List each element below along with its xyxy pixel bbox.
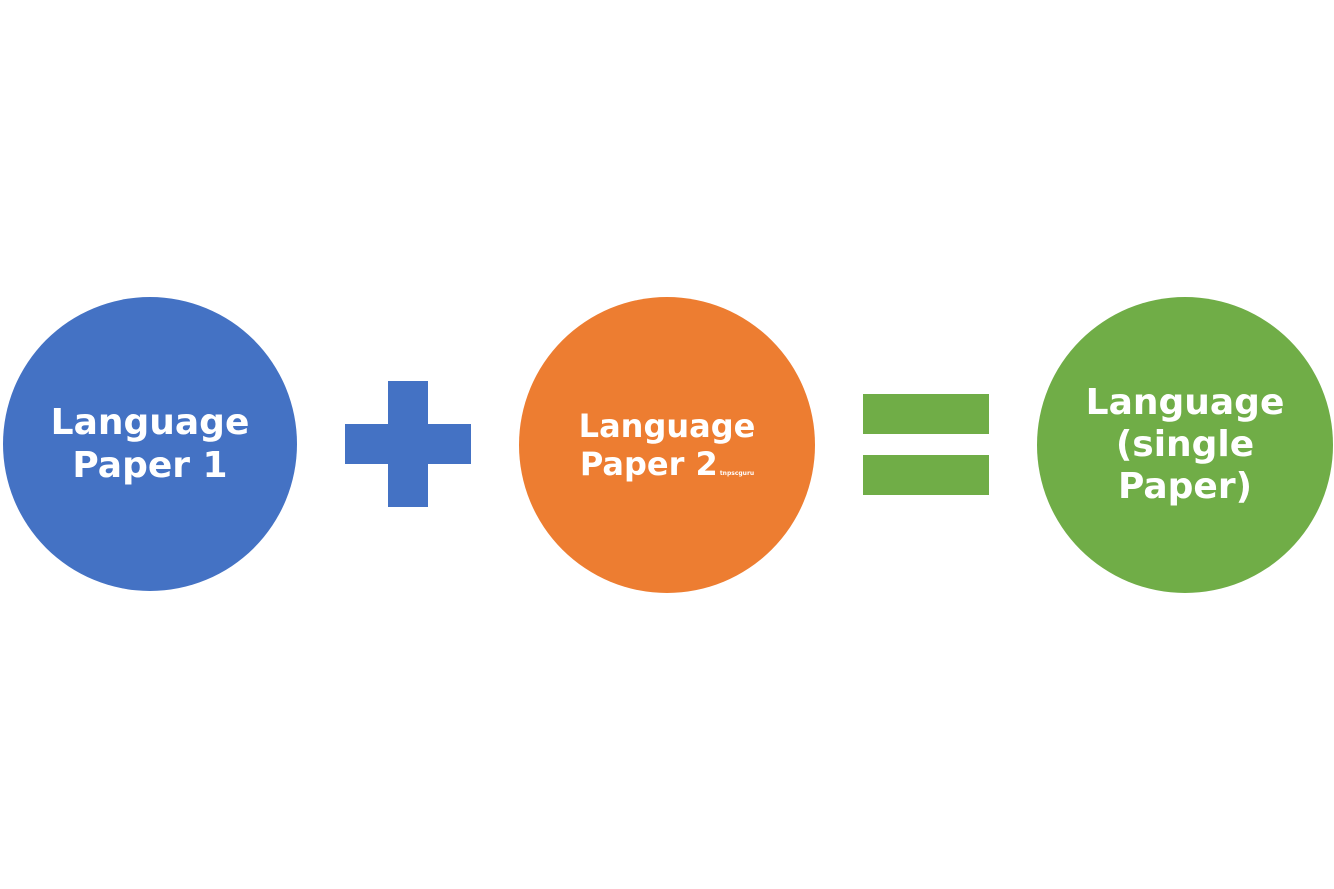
plus-icon-vertical-stroke (388, 381, 428, 507)
language-paper-1-circle: Language Paper 1 (3, 297, 297, 591)
equals-icon (863, 394, 989, 434)
circle-1-line-2: Paper 1 (72, 445, 228, 486)
circle-3-label: Language (single Paper) (1086, 382, 1285, 508)
circle-1-label: Language Paper 1 (51, 401, 250, 487)
language-single-paper-circle: Language (single Paper) (1037, 297, 1333, 593)
circle-3-line-3: Paper) (1117, 466, 1253, 508)
equals-icon-bottom-stroke (863, 455, 989, 495)
circle-2-line-2-text: Paper 2 (579, 445, 718, 483)
circle-1-line-1: Language (50, 401, 250, 443)
circle-2-line-1: Language (578, 406, 756, 445)
watermark-text: tnpscguru (719, 470, 755, 477)
circle-3-line-2: (single (1115, 423, 1255, 465)
circle-3-line-1: Language (1085, 381, 1285, 423)
